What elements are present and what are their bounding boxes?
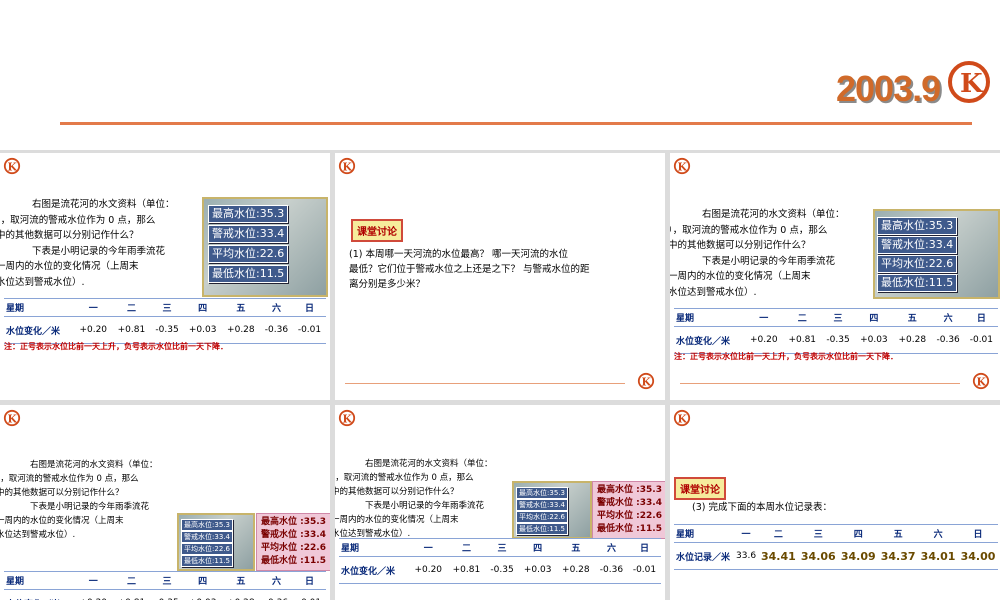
logo-icon: K — [338, 157, 356, 175]
water-level-label: 最高水位:35.3 — [208, 205, 289, 223]
header-divider — [60, 122, 972, 125]
water-level-label: 警戒水位:33.4 — [516, 499, 568, 511]
water-level-callout: 最高水位 :35.3 警戒水位 :33.4 平均水位 :22.6 最低水位 :1… — [592, 481, 665, 539]
slide-thumbnail-1[interactable]: K 右图是流花河的水文资料（单位： ），取河流的警戒水位作为 0 点，那么 中的… — [0, 153, 330, 400]
svg-text:K: K — [977, 376, 987, 389]
slide-divider — [680, 383, 960, 384]
water-level-label: 最高水位:35.3 — [877, 217, 958, 235]
discussion-tag: 课堂讨论 — [674, 477, 726, 500]
question-text: (3) 完成下面的本周水位记录表： — [692, 502, 832, 513]
water-level-label: 最低水位:11.5 — [208, 265, 289, 283]
logo-icon: K — [972, 372, 990, 390]
title-header: 2003.9 K — [0, 0, 1000, 150]
svg-text:K: K — [678, 161, 688, 174]
table-note: 注：正号表示水位比前一天上升，负号表示水位比前一天下降． — [674, 352, 898, 361]
logo-icon: K — [948, 61, 990, 103]
water-level-label: 最高水位:35.3 — [181, 519, 233, 531]
water-change-table: 星期一二三四五六日 水位变化／米+0.20+0.81-0.35+0.03+0.2… — [674, 308, 998, 354]
svg-text:K: K — [8, 413, 18, 426]
slide-divider — [345, 383, 625, 384]
logo-icon: K — [673, 157, 691, 175]
water-level-label: 最低水位:11.5 — [877, 274, 958, 292]
slide-thumbnail-5[interactable]: K 右图是流花河的水文资料（单位： ），取河流的警戒水位作为 0 点，那么 中的… — [335, 405, 665, 600]
water-level-label: 平均水位:22.6 — [181, 543, 233, 555]
logo-icon: K — [637, 372, 655, 390]
water-level-label: 平均水位:22.6 — [516, 511, 568, 523]
slide-thumbnail-6[interactable]: K 课堂讨论 (3) 完成下面的本周水位记录表： 星期一二三四五六日 水位记录／… — [670, 405, 1000, 600]
paragraph: 右图是流花河的水文资料（单位： ），取河流的警戒水位作为 0 点，那么 中的其他… — [670, 209, 845, 298]
water-level-label: 平均水位:22.6 — [208, 245, 289, 263]
water-change-table: 星期一二三四五六日 水位变化／米+0.20+0.81-0.35+0.03+0.2… — [339, 538, 661, 584]
svg-text:K: K — [8, 161, 18, 174]
slide-thumbnail-2[interactable]: K 课堂讨论 (1) 本周哪一天河流的水位最高？ 哪一天河流的水位 最低？它们位… — [335, 153, 665, 400]
logo-icon: K — [3, 409, 21, 427]
water-change-table: 星期一二三四五六日 水位变化／米+0.20+0.81-0.35+0.03+0.2… — [4, 298, 326, 344]
slide-thumbnail-4[interactable]: K 右图是流花河的水文资料（单位： ），取河流的警戒水位作为 0 点，那么 中的… — [0, 405, 330, 600]
water-level-label: 警戒水位:33.4 — [208, 225, 289, 243]
water-level-callout: 最高水位 :35.3 警戒水位 :33.4 平均水位 :22.6 最低水位 :1… — [256, 513, 330, 571]
logo-icon: K — [673, 409, 691, 427]
discussion-tag: 课堂讨论 — [351, 219, 403, 242]
water-level-label: 警戒水位:33.4 — [877, 236, 958, 254]
table-note: 注：正号表示水位比前一天上升，负号表示水位比前一天下降． — [4, 342, 228, 351]
water-level-label: 最低水位:11.5 — [516, 523, 568, 535]
year-label: 2003.9 — [836, 68, 941, 109]
logo-icon: K — [3, 157, 21, 175]
water-level-label: 平均水位:22.6 — [877, 255, 958, 273]
water-level-label: 警戒水位:33.4 — [181, 531, 233, 543]
paragraph: 右图是流花河的水文资料（单位： ），取河流的警戒水位作为 0 点，那么 中的其他… — [0, 460, 158, 540]
water-level-label: 最低水位:11.5 — [181, 555, 233, 567]
paragraph: 右图是流花河的水文资料（单位： ），取河流的警戒水位作为 0 点，那么 中的其他… — [335, 459, 493, 539]
svg-text:K: K — [960, 69, 984, 99]
svg-text:K: K — [343, 413, 353, 426]
paragraph: 右图是流花河的水文资料（单位： ），取河流的警戒水位作为 0 点，那么 中的其他… — [0, 199, 175, 288]
logo-icon: K — [338, 409, 356, 427]
water-level-label: 最高水位:35.3 — [516, 487, 568, 499]
svg-text:K: K — [343, 161, 353, 174]
svg-text:K: K — [678, 413, 688, 426]
svg-text:K: K — [642, 376, 652, 389]
slide-thumbnail-3[interactable]: K 右图是流花河的水文资料（单位： ），取河流的警戒水位作为 0 点，那么 中的… — [670, 153, 1000, 400]
question-text: (1) 本周哪一天河流的水位最高？ 哪一天河流的水位 最低？它们位于警戒水位之上… — [349, 249, 590, 290]
